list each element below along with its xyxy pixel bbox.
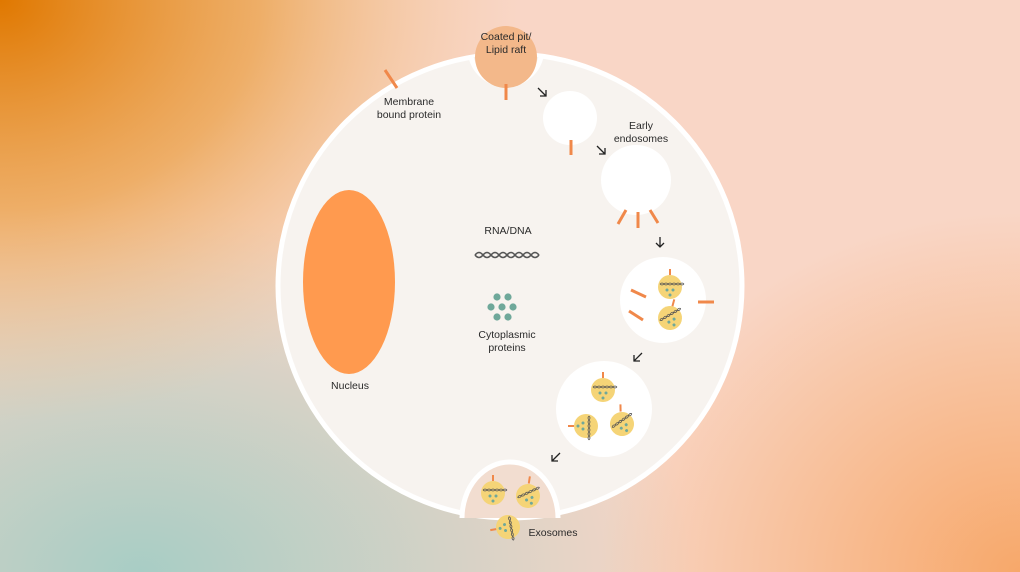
cytoplasmic-protein-dots	[487, 293, 517, 321]
arrow-pit-to-endosome	[537, 87, 547, 97]
nucleus-label: Nucleus	[331, 380, 369, 392]
membrane-protein-label-line2: bound protein	[376, 109, 442, 121]
cytoplasmic-proteins-label: Cytoplasmic proteins	[462, 329, 552, 355]
early-endosome-large	[601, 145, 671, 228]
arrow-endosome-to-endosome	[596, 145, 606, 155]
rna-dna-helix	[474, 251, 540, 259]
early-endosomes-label: Early endosomes	[606, 120, 676, 146]
exocytosis-pocket	[459, 459, 561, 544]
coated-pit	[468, 26, 544, 100]
coated-pit-label: Coated pit/ Lipid raft	[466, 31, 546, 57]
exosomes-label: Exosomes	[528, 527, 578, 539]
membrane-protein-label: Membrane bound protein	[364, 96, 454, 122]
early-endosome-small	[543, 91, 597, 155]
arrow-endosome-to-mvb	[655, 237, 665, 248]
cytoplasmic-proteins-label-line2: proteins	[488, 342, 526, 354]
coated-pit-label-line2: Lipid raft	[485, 44, 527, 56]
early-endosomes-label-line2: endosomes	[613, 133, 669, 145]
membrane-bound-protein	[383, 69, 399, 89]
coated-pit-label-line1: Coated pit/	[480, 31, 532, 43]
rna-dna-label: RNA/DNA	[484, 225, 532, 237]
early-endosomes-label-line1: Early	[629, 120, 653, 132]
arrow-mvb-to-exocytosis	[551, 452, 561, 462]
multivesicular-body-2	[556, 361, 652, 457]
arrow-mvb-to-mvb	[633, 352, 643, 362]
multivesicular-body-1	[620, 257, 714, 343]
membrane-protein-label-line1: Membrane	[383, 96, 435, 108]
nucleus	[303, 190, 395, 374]
cytoplasmic-proteins-label-line1: Cytoplasmic	[478, 329, 536, 341]
